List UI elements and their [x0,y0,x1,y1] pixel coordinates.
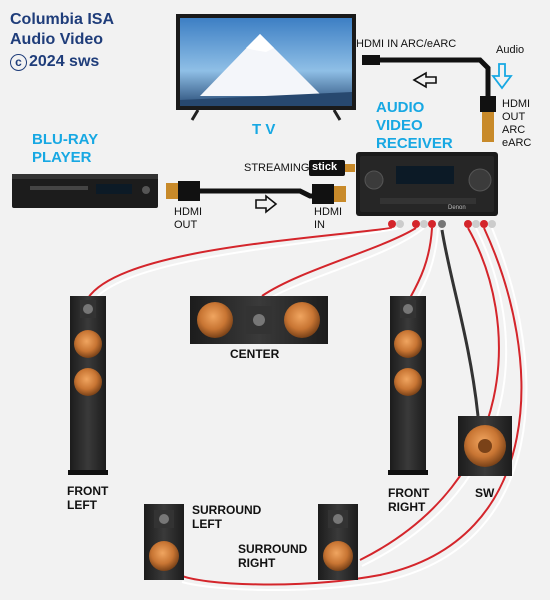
hdmi-out-arc-line3: ARC [502,124,525,137]
subwoofer-label: SW [475,486,494,500]
speaker-terminals [388,220,496,228]
hdmi-out-arc-line4: eARC [502,137,531,150]
tv-label: T V [252,120,275,139]
streaming-label: STREAMING [244,162,309,175]
subwoofer [458,416,512,476]
front-right-label-1: FRONT [388,486,429,500]
bluray-label-line2: PLAYER [32,148,91,167]
wire-surround-right-white [362,228,506,566]
tv [176,14,356,120]
surround-left-label-1: SURROUND [192,503,261,517]
hdmi-in-line1: HDMI [314,206,342,219]
receiver [356,152,498,228]
front-left-label-2: LEFT [67,498,97,512]
wire-front-right-white [416,228,438,300]
wire-front-left-red [88,228,392,298]
front-right-label-2: RIGHT [388,500,425,514]
bluray-player [12,174,158,208]
audio-label: Audio [496,44,524,57]
wire-subwoofer [442,230,478,416]
title-line-1: Columbia ISA [10,10,114,29]
front-left-label-1: FRONT [67,484,108,498]
hdmi-arc-label: HDMI IN ARC/eARC [356,38,456,51]
front-left-speaker [68,296,108,475]
surround-right-label-1: SURROUND [238,542,307,556]
bluray-label-line1: BLU-RAY [32,130,98,149]
receiver-brand: Denon [448,205,466,211]
copyright-icon: c [10,54,27,71]
surround-left-label-2: LEFT [192,517,222,531]
surround-left-speaker [144,504,184,580]
audio-down-arrow [493,64,511,88]
title-line-2: Audio Video [10,30,103,49]
center-label: CENTER [230,347,279,361]
hdmi-out-arc-line2: OUT [502,111,525,124]
surround-right-speaker [318,504,358,580]
receiver-label-line2: VIDEO [376,116,423,135]
hdmi-out-line1: HDMI [174,206,202,219]
receiver-label-line3: RECEIVER [376,134,453,153]
front-right-speaker [388,296,428,475]
hdmi-in-line2: IN [314,219,325,232]
center-speaker [190,296,328,344]
hdmi-out-line2: OUT [174,219,197,232]
stick-label: stick [312,161,337,174]
receiver-label-line1: AUDIO [376,98,424,117]
wire-front-right-red [410,228,432,298]
wire-surround-right-red [360,228,499,560]
hdmi-out-arc-line1: HDMI [502,98,530,111]
title-year: 2024 sws [29,53,99,70]
surround-right-label-2: RIGHT [238,556,275,570]
